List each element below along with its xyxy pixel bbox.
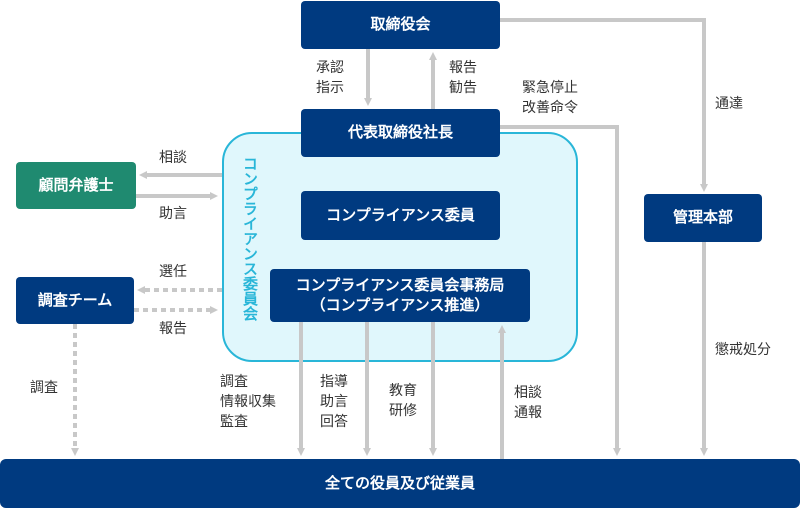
label-advice: 助言	[159, 206, 187, 222]
all-staff-node: 全ての役員及び従業員	[0, 459, 800, 508]
arrow-emergency	[500, 125, 621, 456]
compliance-officer-label: コンプライアンス委員	[326, 205, 475, 224]
board-node: 取締役会	[301, 1, 500, 49]
label-investigate: 調査	[30, 380, 58, 396]
president-node: 代表取締役社長	[301, 109, 500, 157]
label-emergency: 緊急停止改善命令	[522, 80, 578, 116]
compliance-committee-frame	[222, 132, 578, 362]
label-collect: 調査情報収集監査	[220, 374, 276, 430]
secretariat-sublabel: （コンプライアンス推進）	[310, 295, 490, 314]
president-label: 代表取締役社長	[347, 123, 453, 142]
arrow-notice	[500, 18, 708, 192]
investigation-team-node: 調査チーム	[16, 277, 134, 324]
compliance-officer-node: コンプライアンス委員	[301, 191, 500, 240]
label-approve: 承認指示	[316, 60, 344, 96]
all-staff-label: 全ての役員及び従業員	[324, 473, 475, 492]
lawyer-label: 顧問弁護士	[38, 175, 114, 194]
lawyer-node: 顧問弁護士	[16, 162, 136, 209]
secretariat-node: コンプライアンス委員会事務局 （コンプライアンス推進）	[270, 269, 530, 322]
label-discipline: 懲戒処分	[715, 342, 771, 358]
label-education: 教育研修	[389, 383, 417, 419]
investigation-team-label: 調査チーム	[37, 290, 113, 309]
admin-hq-label: 管理本部	[672, 208, 733, 227]
admin-hq-node: 管理本部	[644, 194, 762, 242]
secretariat-label: コンプライアンス委員会事務局	[295, 276, 505, 294]
label-report-team: 報告	[159, 321, 187, 337]
label-notice: 通達	[715, 96, 743, 112]
label-guidance: 指導助言回答	[320, 374, 348, 430]
label-report-up: 報告勧告	[449, 60, 477, 96]
committee-title: コンプライアンス委員会	[241, 156, 259, 321]
board-label: 取締役会	[370, 15, 431, 34]
label-whistle: 相談通報	[514, 385, 542, 421]
label-appoint: 選任	[159, 264, 187, 280]
label-consult: 相談	[159, 150, 187, 166]
